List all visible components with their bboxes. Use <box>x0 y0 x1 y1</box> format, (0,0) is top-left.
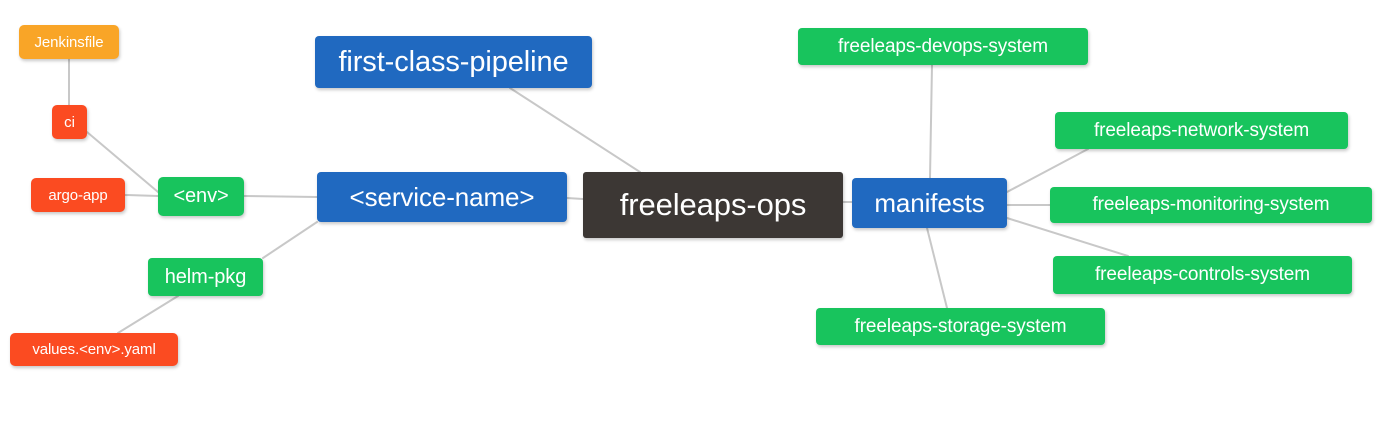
node-env[interactable]: <env> <box>158 177 244 216</box>
node-argo-app[interactable]: argo-app <box>31 178 125 212</box>
node-label: freeleaps-devops-system <box>838 35 1048 57</box>
node-freeleaps-controls-system[interactable]: freeleaps-controls-system <box>1053 256 1352 294</box>
node-label: helm-pkg <box>164 265 247 288</box>
edge-servicename-helmpkg <box>262 221 318 259</box>
node-freeleaps-storage-system[interactable]: freeleaps-storage-system <box>816 308 1105 345</box>
node-label: values.<env>.yaml <box>32 341 156 358</box>
node-helm-pkg[interactable]: helm-pkg <box>148 258 263 296</box>
edge-env-servicename <box>243 195 318 198</box>
node-label: freeleaps-network-system <box>1093 119 1310 141</box>
edge-manifests-controls <box>1006 217 1129 257</box>
node-label: argo-app <box>48 186 108 204</box>
node-label: ci <box>64 113 75 131</box>
node-values-yaml[interactable]: values.<env>.yaml <box>10 333 178 366</box>
node-label: freeleaps-monitoring-system <box>1092 194 1330 215</box>
edge-servicename-ops <box>566 197 584 200</box>
node-label: freeleaps-ops <box>619 187 807 222</box>
node-label: <env> <box>173 185 229 207</box>
node-manifests[interactable]: manifests <box>852 178 1007 228</box>
node-label: freeleaps-controls-system <box>1094 264 1311 285</box>
edge-pipeline-ops <box>509 87 641 173</box>
node-label: <service-name> <box>349 181 535 212</box>
node-service-name[interactable]: <service-name> <box>317 172 567 222</box>
node-label: Jenkinsfile <box>34 33 104 51</box>
node-label: first-class-pipeline <box>338 45 569 78</box>
node-freeleaps-monitoring-system[interactable]: freeleaps-monitoring-system <box>1050 187 1372 223</box>
node-freeleaps-devops-system[interactable]: freeleaps-devops-system <box>798 28 1088 65</box>
node-label: freeleaps-storage-system <box>854 315 1067 337</box>
node-ci[interactable]: ci <box>52 105 87 139</box>
edge-manifests-network <box>1006 148 1089 193</box>
node-freeleaps-network-system[interactable]: freeleaps-network-system <box>1055 112 1348 149</box>
node-label: manifests <box>874 187 985 218</box>
edge-manifests-devops <box>929 64 933 179</box>
edge-manifests-storage <box>926 227 948 309</box>
node-jenkinsfile[interactable]: Jenkinsfile <box>19 25 119 59</box>
node-first-class-pipeline[interactable]: first-class-pipeline <box>315 36 592 88</box>
edge-helmpkg-values <box>117 295 179 334</box>
edge-argoapp-env <box>124 194 159 197</box>
node-freeleaps-ops[interactable]: freeleaps-ops <box>583 172 843 238</box>
